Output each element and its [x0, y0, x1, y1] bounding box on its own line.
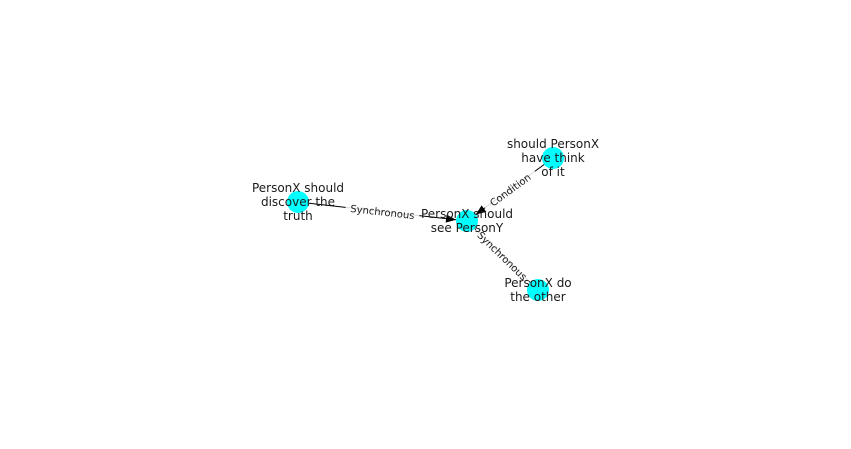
arrowhead-icon — [445, 214, 457, 223]
node-n2 — [456, 210, 478, 232]
node-label-line: the other — [510, 290, 566, 304]
node-n1 — [287, 191, 309, 213]
arrowhead-icon — [475, 205, 487, 215]
edge-label-background — [471, 224, 534, 287]
node-label-line: PersonX should — [421, 207, 513, 221]
edge-label-background — [480, 165, 540, 214]
node-label-line: have think — [521, 151, 585, 165]
node-label-line: truth — [283, 209, 313, 223]
node-label-line: see PersonY — [431, 221, 504, 235]
nodes-layer — [287, 147, 564, 301]
edge-label-background — [344, 200, 421, 223]
node-label-line: PersonX should — [252, 181, 344, 195]
node-n3 — [542, 147, 564, 169]
edge-label: Synchronous — [344, 200, 421, 223]
node-n4 — [527, 279, 549, 301]
node-label-line: discover the — [261, 195, 335, 209]
edge-label-text: Condition — [488, 172, 533, 209]
node-label-line: should PersonX — [507, 137, 599, 151]
edge-label-text: Synchronous — [350, 204, 415, 222]
node-label-line: PersonX do — [504, 276, 571, 290]
node-label-line: of it — [541, 165, 565, 179]
